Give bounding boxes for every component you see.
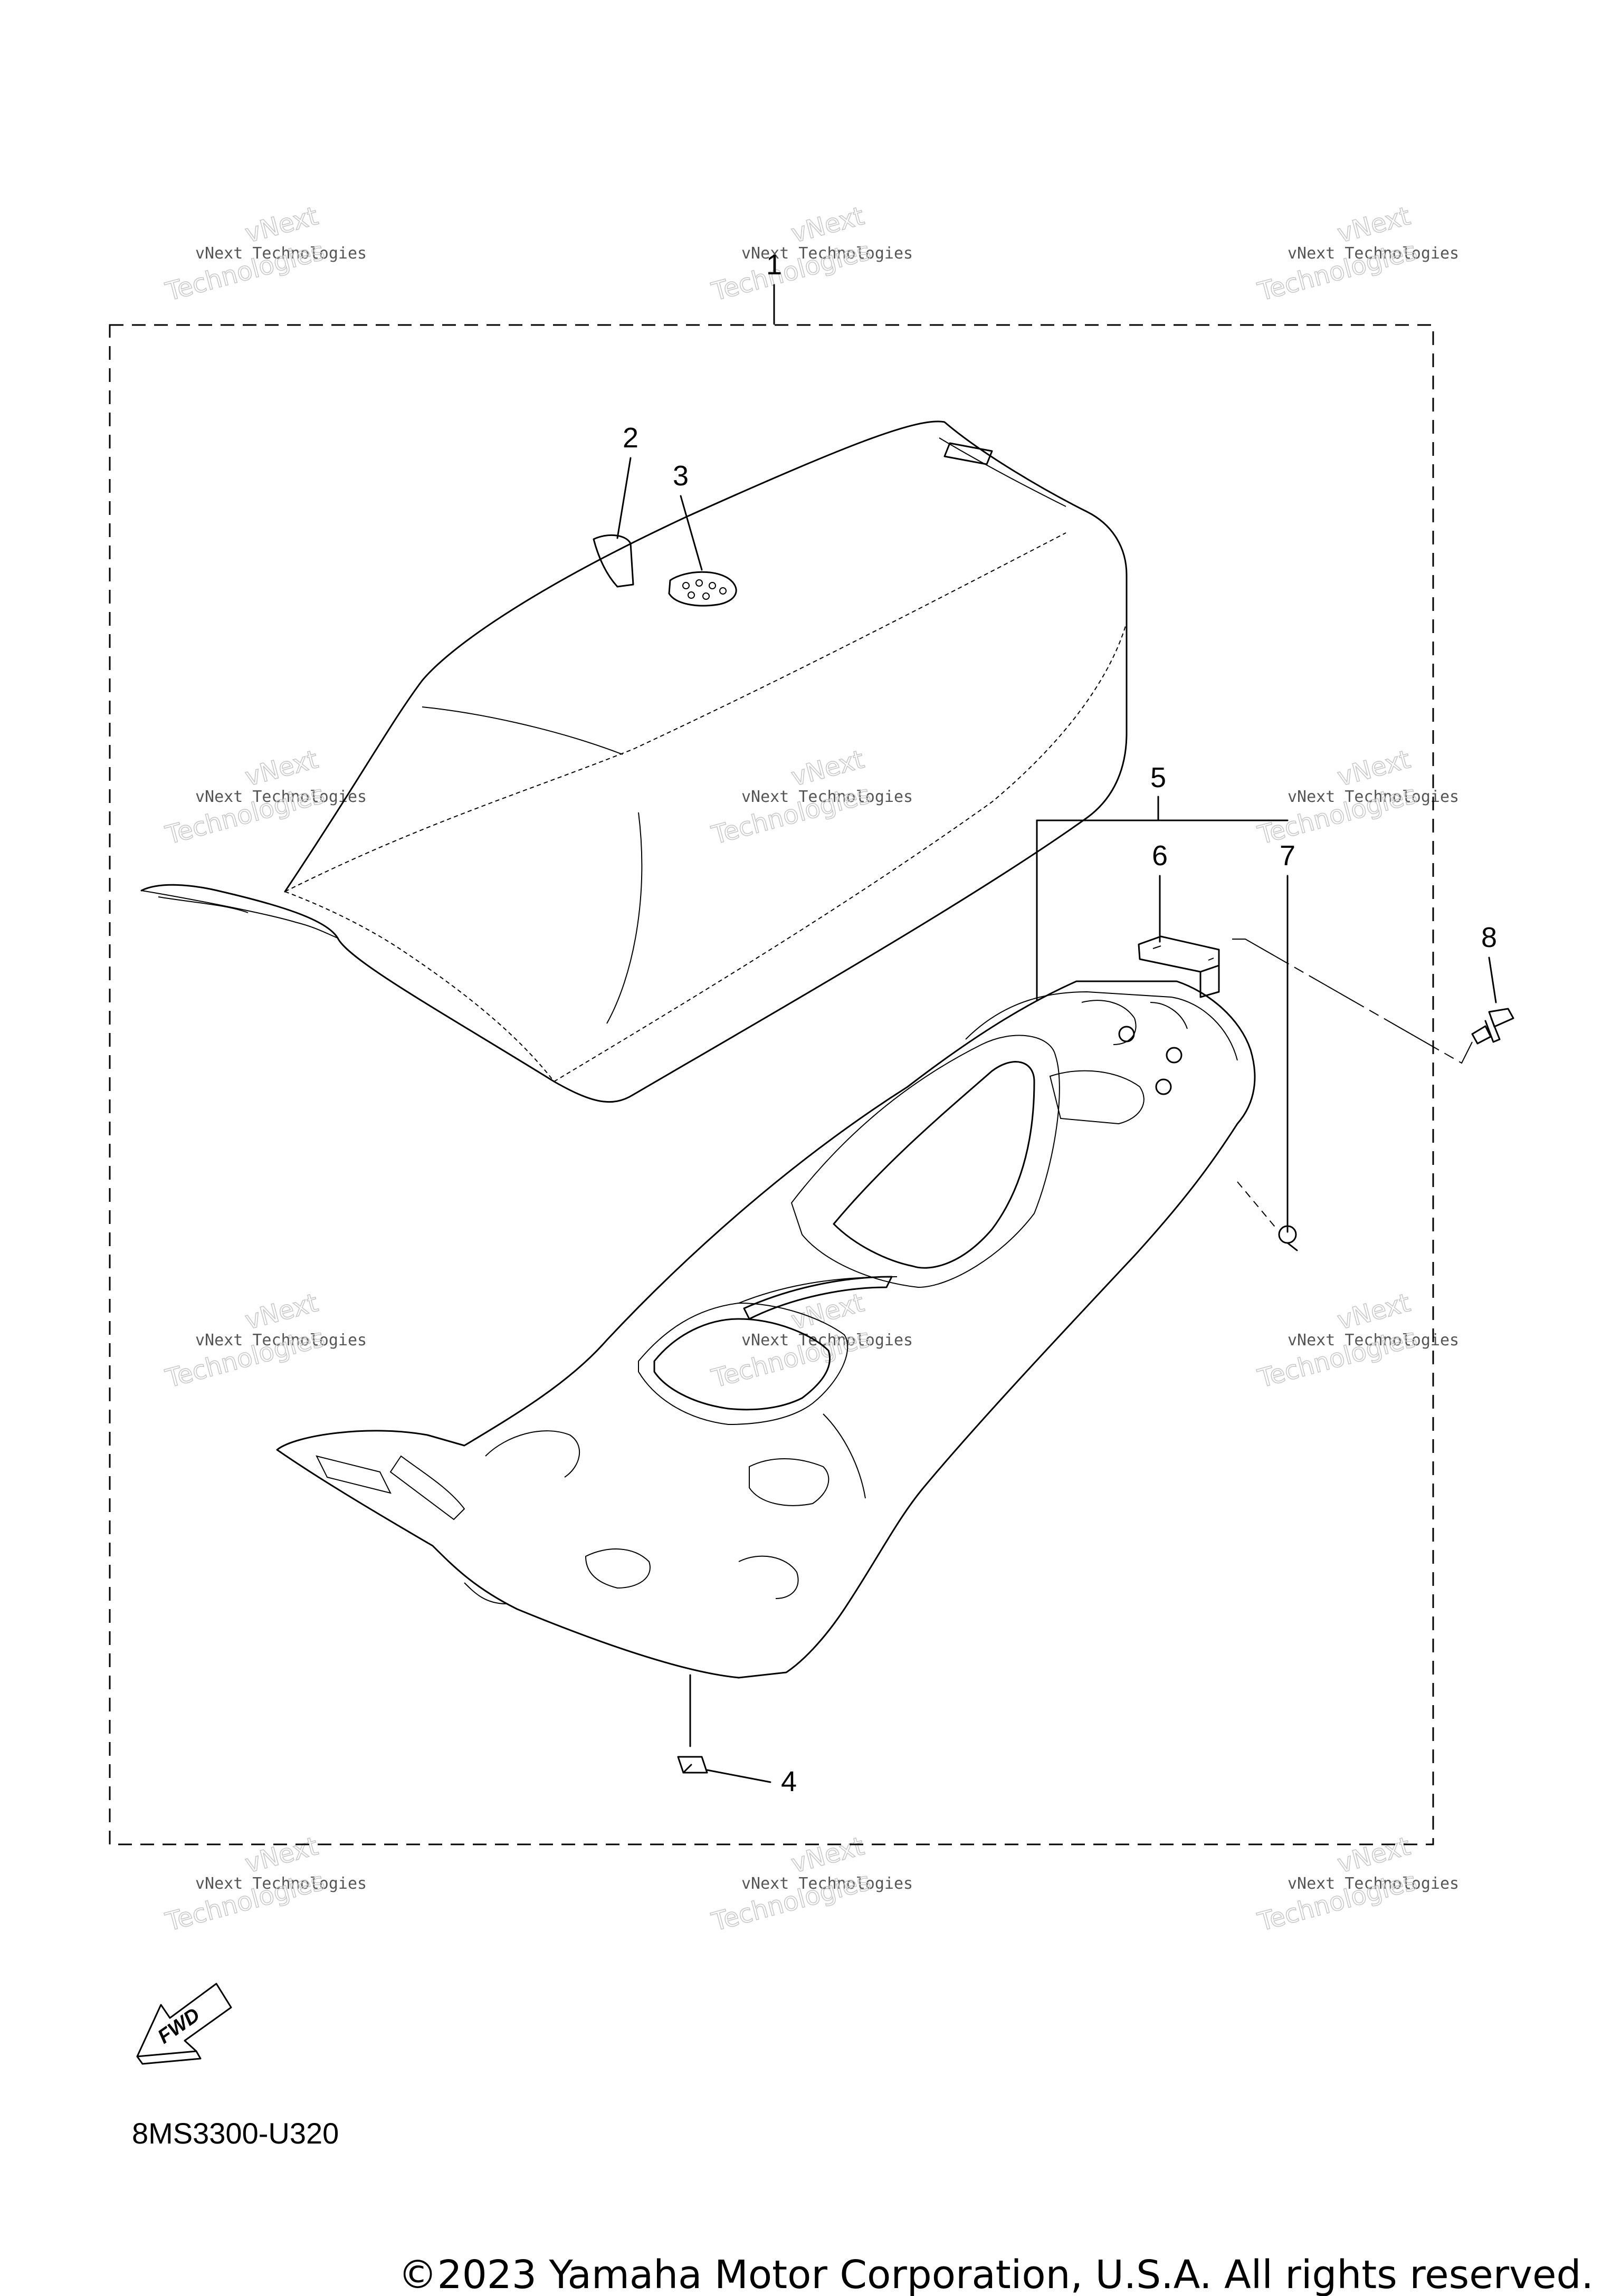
svg-text:vNext Technologies: vNext Technologies bbox=[195, 1874, 367, 1893]
svg-text:vNext Technologies: vNext Technologies bbox=[195, 244, 367, 263]
svg-text:vNext Technologies: vNext Technologies bbox=[741, 788, 913, 806]
callout-1: 1 bbox=[766, 249, 782, 281]
callout-4: 4 bbox=[781, 1766, 797, 1797]
svg-text:vNext Technologies: vNext Technologies bbox=[1288, 244, 1459, 263]
callout-3-leader bbox=[680, 495, 703, 571]
callout-8: 8 bbox=[1481, 922, 1497, 953]
svg-text:vNext Technologies: vNext Technologies bbox=[1288, 1331, 1459, 1350]
svg-text:vNext Technologies: vNext Technologies bbox=[1288, 1874, 1459, 1893]
grommet bbox=[1118, 1026, 1135, 1042]
assembly-boundary bbox=[109, 324, 1434, 1845]
callout-2: 2 bbox=[623, 422, 638, 454]
watermark: vNext Technologies vNext Technologies bbox=[162, 1287, 367, 1394]
svg-text:vNext Technologies: vNext Technologies bbox=[741, 244, 913, 263]
watermark: vNext Technologies vNext Technologies bbox=[162, 200, 367, 307]
callout-4-leader bbox=[706, 1769, 771, 1783]
fwd-arrow-icon: FWD bbox=[136, 1983, 232, 2065]
svg-text:vNext Technologies: vNext Technologies bbox=[195, 788, 367, 806]
bracket-part-6 bbox=[1138, 935, 1220, 998]
watermark: vNext Technologies vNext Technologies bbox=[1254, 1831, 1459, 1937]
watermark: vNext Technologies vNext Technologies bbox=[1254, 744, 1459, 850]
callout-6: 6 bbox=[1152, 840, 1168, 872]
foam-texture bbox=[682, 579, 727, 600]
grommet bbox=[1155, 1078, 1172, 1095]
copyright: ©2023 Yamaha Motor Corporation, U.S.A. A… bbox=[398, 2252, 1594, 2296]
watermark: vNext Technologies vNext Technologies bbox=[1254, 1287, 1459, 1394]
seat-cushion bbox=[140, 420, 1128, 1103]
callout-2-leader bbox=[616, 457, 632, 539]
watermark: vNext Technologies vNext Technologies bbox=[162, 1831, 367, 1937]
watermark: vNext Technologies vNext Technologies bbox=[708, 1831, 913, 1937]
watermark: vNext Technologies vNext Technologies bbox=[708, 744, 913, 850]
watermarks: vNext Technologies vNext Technologies vN… bbox=[162, 200, 1459, 1937]
callout-8-leader bbox=[1488, 956, 1497, 1003]
svg-text:vNext Technologies: vNext Technologies bbox=[741, 1874, 913, 1893]
diagram-code: 8MS3300-U320 bbox=[132, 2117, 339, 2150]
svg-text:vNext Technologies: vNext Technologies bbox=[195, 1331, 367, 1350]
callout-7: 7 bbox=[1280, 840, 1295, 872]
svg-text:vNext Technologies: vNext Technologies bbox=[1288, 788, 1459, 806]
grommet bbox=[1166, 1047, 1183, 1064]
callout-5: 5 bbox=[1150, 762, 1166, 793]
washer-part-7 bbox=[1237, 1181, 1298, 1251]
bolt-part-8 bbox=[1471, 1008, 1514, 1045]
clip-part-4 bbox=[677, 1756, 708, 1774]
seat-base bbox=[276, 980, 1256, 1679]
watermark: vNext Technologies vNext Technologies bbox=[708, 200, 913, 307]
watermark: vNext Technologies vNext Technologies bbox=[1254, 200, 1459, 307]
watermark: vNext Technologies vNext Technologies bbox=[708, 1287, 913, 1394]
callout-3: 3 bbox=[673, 460, 689, 492]
svg-text:vNext Technologies: vNext Technologies bbox=[741, 1331, 913, 1350]
bolt-path bbox=[1232, 939, 1473, 1064]
watermark: vNext Technologies vNext Technologies bbox=[162, 744, 367, 850]
